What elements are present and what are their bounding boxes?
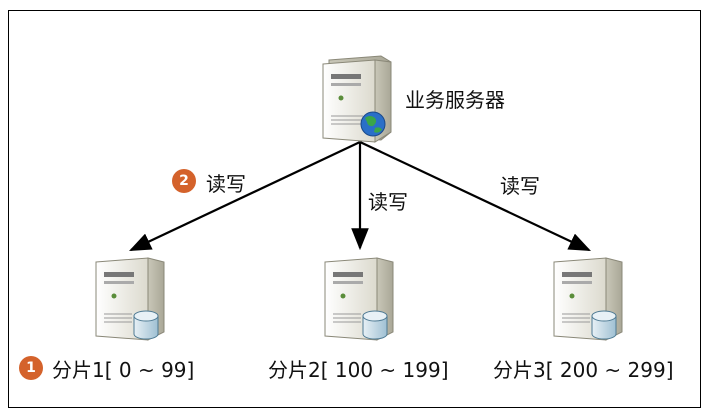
web-server-icon xyxy=(322,55,392,143)
edge-to-shard1 xyxy=(129,141,361,251)
database-server-icon xyxy=(324,257,394,341)
edge-label-shard2: 读写 xyxy=(368,190,408,214)
shard2-label: 分片2[ 100 ~ 199] xyxy=(268,358,449,382)
top-server-label: 业务服务器 xyxy=(405,88,505,112)
step-badge-2: 2 xyxy=(172,169,196,193)
edge-label-shard3: 读写 xyxy=(500,174,540,198)
database-server-icon xyxy=(95,257,165,341)
shard1-label: 分片1[ 0 ~ 99] xyxy=(52,358,195,382)
shard3-label: 分片3[ 200 ~ 299] xyxy=(493,358,674,382)
database-server-icon xyxy=(553,257,623,341)
edge-label-shard1: 读写 xyxy=(206,172,246,196)
step-badge-1: 1 xyxy=(19,356,43,380)
edge-to-shard3 xyxy=(359,141,591,251)
